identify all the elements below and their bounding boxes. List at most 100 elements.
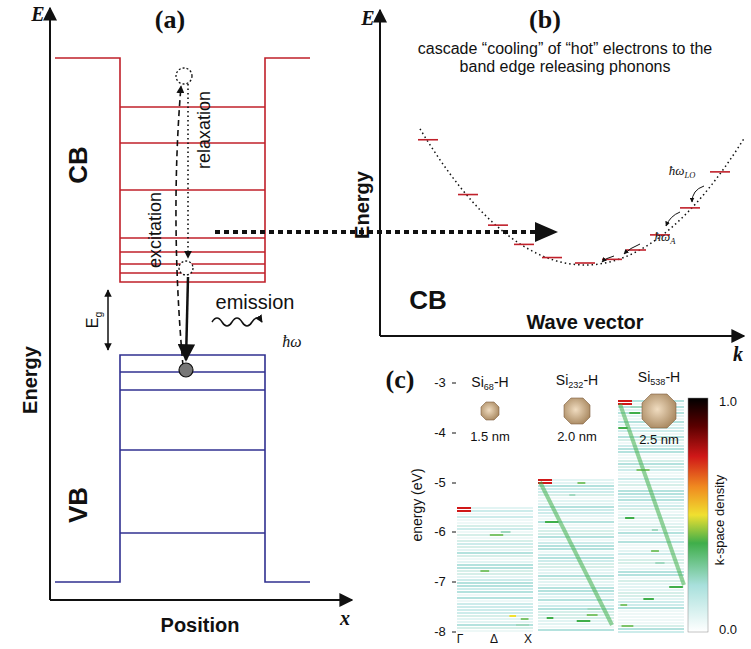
tick-label: -6	[434, 525, 446, 539]
vb-well	[55, 355, 310, 582]
transitions	[176, 68, 558, 377]
cluster-name-text: 538	[650, 378, 665, 388]
tick-label: -3	[434, 376, 446, 390]
phonon-arrows	[602, 186, 704, 262]
size-label-text: 2.5 nm	[639, 432, 679, 447]
phonon-label-text: A	[670, 236, 675, 246]
cluster-name: Si232-H	[556, 373, 598, 390]
panel-label-text: (c)	[386, 365, 415, 394]
axis-title: energy (eV)	[410, 468, 425, 541]
axis-label-text: E	[361, 7, 374, 29]
gap-arrow	[107, 290, 109, 350]
nanocrystal-icons	[481, 394, 676, 428]
tick-label: -7	[434, 575, 446, 589]
tick-label-text: -5	[434, 475, 446, 490]
panel-label-text: (b)	[529, 5, 561, 34]
tick-label-text: -4	[434, 425, 446, 440]
band-label: CB	[409, 286, 447, 315]
phonon-label: ħωLO	[669, 164, 695, 180]
gap-label: Eg	[84, 312, 104, 328]
axis-title-text: energy (eV)	[409, 468, 425, 541]
scale-label: 0.0	[719, 623, 737, 637]
cluster-name-text: Si	[638, 369, 650, 385]
tick-label: -4	[434, 426, 446, 440]
scale-label-text: 1.0	[719, 394, 737, 409]
phonon-label-text: ħω	[655, 229, 671, 244]
cluster-name-text: -H	[494, 374, 509, 390]
y-ticks	[452, 383, 456, 632]
size-label-text: 2.0 nm	[557, 429, 597, 444]
k-point-label: X	[524, 633, 532, 646]
cluster-name-text: 232	[568, 381, 583, 391]
band-label: VB	[64, 487, 93, 523]
panel-label: (a)	[155, 6, 185, 35]
transition-label-text: excitation	[145, 192, 165, 268]
axis-label: E	[361, 7, 374, 29]
k-space-maps	[457, 400, 684, 633]
size-label: 2.5 nm	[639, 433, 679, 447]
cluster-name-text: -H	[665, 369, 680, 385]
gap-label-text: E	[84, 318, 101, 329]
tick-label: -8	[434, 625, 446, 639]
axis-title-text: Energy	[19, 346, 41, 414]
k-point-label-text: Δ	[490, 632, 498, 646]
axis-label: x	[340, 607, 350, 629]
axis-title-text: Energy	[351, 171, 373, 239]
scale-label: 1.0	[719, 395, 737, 409]
transition-label-text: relaxation	[194, 91, 214, 169]
transition-label: excitation	[146, 192, 166, 268]
tick-label-text: -7	[434, 574, 446, 589]
axis-title: Position	[161, 614, 240, 636]
gap-label-text: g	[93, 312, 104, 318]
k-point-label-text: X	[524, 632, 532, 646]
tick-label-text: -8	[434, 624, 446, 639]
cluster-name-text: Si	[471, 374, 483, 390]
k-point-label: Δ	[490, 633, 498, 646]
cluster-name-text: -H	[583, 372, 598, 388]
tick-label-text: -6	[434, 524, 446, 539]
axis-title: Energy	[351, 171, 373, 239]
tick-label-text: -3	[434, 375, 446, 390]
axis-label-text: x	[340, 607, 350, 629]
scale-title-text: k-space density	[712, 475, 727, 565]
panel-label: (b)	[529, 6, 561, 35]
size-label: 2.0 nm	[557, 430, 597, 444]
caption-note: cascade “cooling” of “hot” electrons to …	[400, 40, 730, 75]
axis-title-text: Position	[161, 614, 240, 636]
axes-a	[50, 8, 352, 600]
k-point-label: Γ	[457, 633, 464, 646]
band-label-text: CB	[63, 146, 93, 184]
axis-label-text: E	[31, 3, 44, 25]
band-label-text: CB	[409, 285, 447, 315]
cluster-name-text: 68	[484, 383, 494, 393]
phonon-label-text: ħω	[669, 163, 685, 178]
transition-label-text: emission	[216, 291, 295, 313]
axis-label-text: k	[733, 343, 743, 365]
axes-b	[380, 10, 744, 336]
size-label: 1.5 nm	[470, 430, 510, 444]
phonon-label: ħωA	[655, 230, 676, 246]
cluster-name: Si68-H	[471, 375, 508, 392]
cb-well	[55, 58, 310, 282]
axis-title-text: Wave vector	[526, 311, 643, 333]
photon-label: ħω	[282, 333, 301, 351]
size-label-text: 1.5 nm	[470, 429, 510, 444]
axis-title: Wave vector	[526, 311, 643, 333]
k-point-label-text: Γ	[457, 632, 464, 646]
axis-label: k	[733, 343, 743, 365]
dispersion-curve	[420, 129, 744, 265]
band-label-text: VB	[63, 487, 93, 523]
energy-levels	[418, 140, 730, 263]
transition-label: relaxation	[195, 91, 215, 169]
caption-note-text: cascade “cooling” of “hot” electrons to …	[418, 40, 712, 75]
photon-label-text: ħω	[282, 333, 301, 350]
phonon-label-text: LO	[684, 170, 695, 180]
tick-label: -5	[434, 476, 446, 490]
axis-title: Energy	[19, 346, 41, 414]
cluster-name-text: Si	[556, 372, 568, 388]
transition-label: emission	[216, 291, 295, 313]
panel-label: (c)	[386, 366, 415, 395]
axis-label: E	[31, 3, 44, 25]
scale-label-text: 0.0	[719, 622, 737, 637]
scale-title: k-space density	[713, 475, 727, 565]
